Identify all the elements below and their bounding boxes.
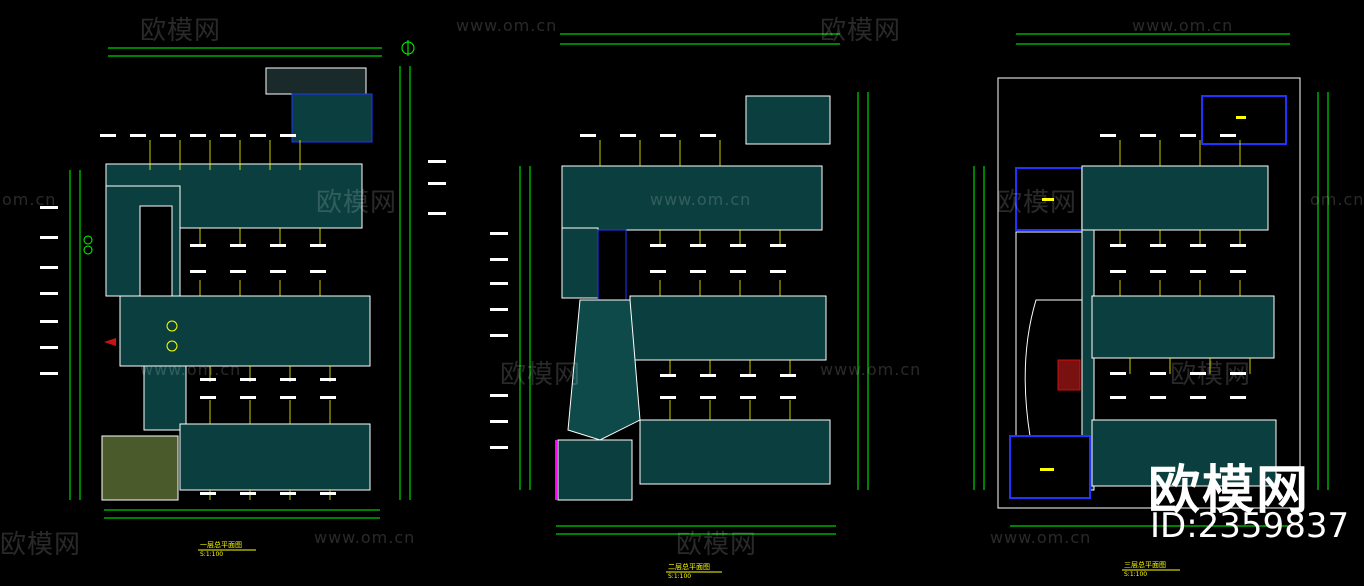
watermark-brand: 欧模网 xyxy=(1170,360,1252,390)
plan-3-subtitle: S:1:100 xyxy=(1124,571,1148,578)
plan-2-title: 二层总平面图 xyxy=(668,563,710,571)
watermark-url: www.om.cn xyxy=(990,528,1092,547)
floor-plan-2 xyxy=(490,33,869,573)
watermark-brand: 欧模网 xyxy=(140,16,222,46)
watermark-brand: 欧模网 xyxy=(500,360,582,390)
plan-2-subtitle: S:1:100 xyxy=(668,573,692,580)
plan-1-title: 一层总平面图 xyxy=(200,541,242,549)
watermark-brand: 欧模网 xyxy=(676,530,758,560)
model-id-label: ID:2359837 xyxy=(1150,506,1350,546)
floor-plan-3 xyxy=(973,33,1329,571)
plan-3-title: 三层总平面图 xyxy=(1124,561,1166,569)
watermark-brand: 欧模网 xyxy=(996,188,1078,218)
watermark-url: www.om.cn xyxy=(140,360,242,379)
brand-logo-text: 欧模网 xyxy=(1148,461,1311,521)
watermark-url: www.om.cn xyxy=(456,16,558,35)
watermark-url: www.om.cn xyxy=(1132,16,1234,35)
watermark-url: www.om.cn xyxy=(820,360,922,379)
watermark-url: om.cn xyxy=(2,190,57,209)
watermark-brand: 欧模网 xyxy=(0,530,82,560)
watermark-url: om.cn xyxy=(1310,190,1364,209)
floor-plan-1 xyxy=(40,40,446,551)
plan-1-subtitle: S:1:100 xyxy=(200,551,224,558)
watermark-url: www.om.cn xyxy=(314,528,416,547)
watermark-url: www.om.cn xyxy=(650,190,752,209)
watermark-brand: 欧模网 xyxy=(820,16,902,46)
watermark-brand: 欧模网 xyxy=(316,188,398,218)
